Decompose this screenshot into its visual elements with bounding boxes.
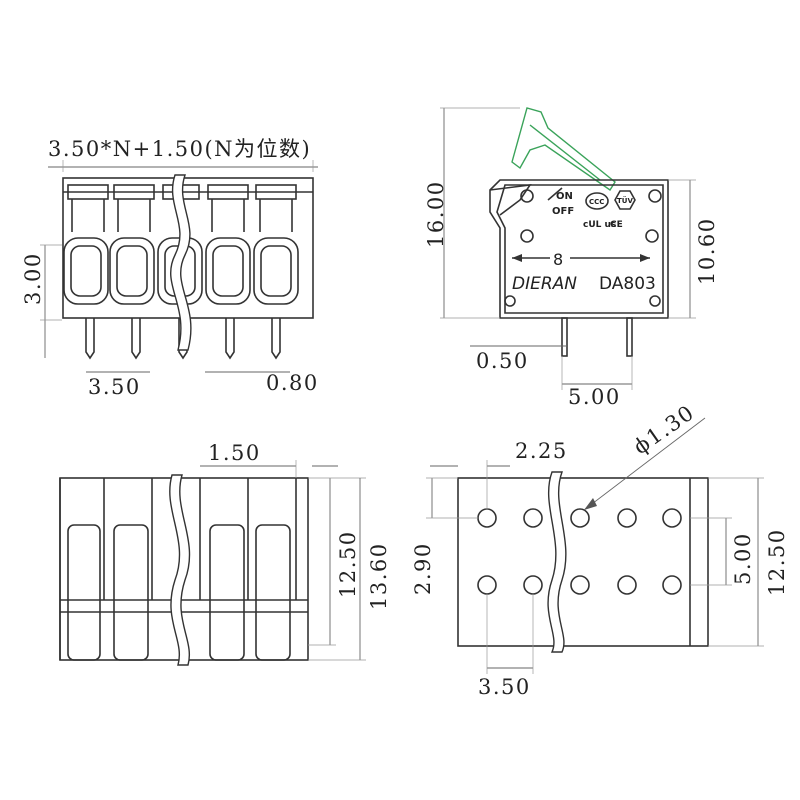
strip-length-label: 8 [553, 250, 563, 269]
top-break-symbol [169, 474, 191, 666]
footprint-break-symbol [547, 471, 567, 653]
footprint-view: 2.25 ϕ1.30 2.90 5.00 12.50 3.50 [411, 400, 789, 699]
front-dim-pitch: 3.50 [88, 375, 141, 399]
pcb-hole [570, 575, 590, 595]
front-break-symbol [170, 174, 192, 351]
top-dim-edge: 1.50 [208, 441, 261, 465]
label-ul: cUL us [583, 220, 616, 230]
front-dim-pin-width: 0.80 [266, 371, 319, 395]
side-dim-pin-spacing: 5.00 [568, 385, 621, 409]
front-view: 3.50*N+1.50(N为位数) 3.00 3.50 0.80 [21, 137, 319, 399]
side-pin-left [561, 317, 568, 357]
top-dim-depth-total: 13.60 [367, 542, 391, 610]
ccc-logo-icon [585, 192, 609, 210]
side-dim-body-height: 10.60 [695, 217, 719, 285]
brand-label: DIERAN [512, 274, 577, 294]
pcb-hole [617, 575, 637, 595]
label-off: OFF [552, 206, 574, 217]
footprint-outline [457, 477, 709, 647]
front-formula-label: 3.50*N+1.50(N为位数) [48, 137, 311, 161]
pcb-hole [477, 575, 497, 595]
top-view: 1.50 12.50 13.60 [59, 441, 391, 666]
hole-diameter-leader [583, 417, 706, 511]
side-dim-pin-thickness: 0.50 [476, 349, 529, 373]
footprint-dim-hole-diameter: ϕ1.30 [629, 400, 699, 459]
footprint-dim-pitch: 3.50 [478, 675, 531, 699]
pcb-hole [523, 508, 543, 528]
footprint-dim-depth: 12.50 [765, 528, 789, 596]
model-label: DA803 [599, 274, 656, 294]
label-tuv: TÜV [617, 196, 633, 205]
top-dim-depth-inner: 12.50 [336, 530, 360, 598]
label-ce: CE [610, 220, 623, 230]
open-lever-outline [511, 107, 616, 191]
label-ccc: CCC [589, 198, 604, 206]
release-buttons [67, 184, 297, 232]
top-slots [60, 478, 308, 661]
label-on: ON [556, 191, 573, 202]
pcb-hole [523, 575, 543, 595]
pcb-holes [477, 508, 682, 595]
side-body-outline [489, 179, 669, 319]
side-dim-total-height: 16.00 [424, 180, 448, 248]
pcb-hole [477, 508, 497, 528]
pcb-hole [662, 508, 682, 528]
front-dim-height: 3.00 [21, 252, 45, 305]
footprint-dim-offset-y: 2.90 [411, 542, 435, 595]
tuv-logo-icon [614, 190, 636, 210]
side-pin-right [626, 317, 633, 357]
side-view: ON OFF CCC TÜV cUL us CE 8 DIERAN DA803 … [424, 107, 719, 409]
pcb-hole [617, 508, 637, 528]
footprint-dim-offset-x: 2.25 [515, 439, 568, 463]
pcb-hole [662, 575, 682, 595]
footprint-dim-row-spacing: 5.00 [731, 532, 755, 585]
pcb-hole [570, 508, 590, 528]
